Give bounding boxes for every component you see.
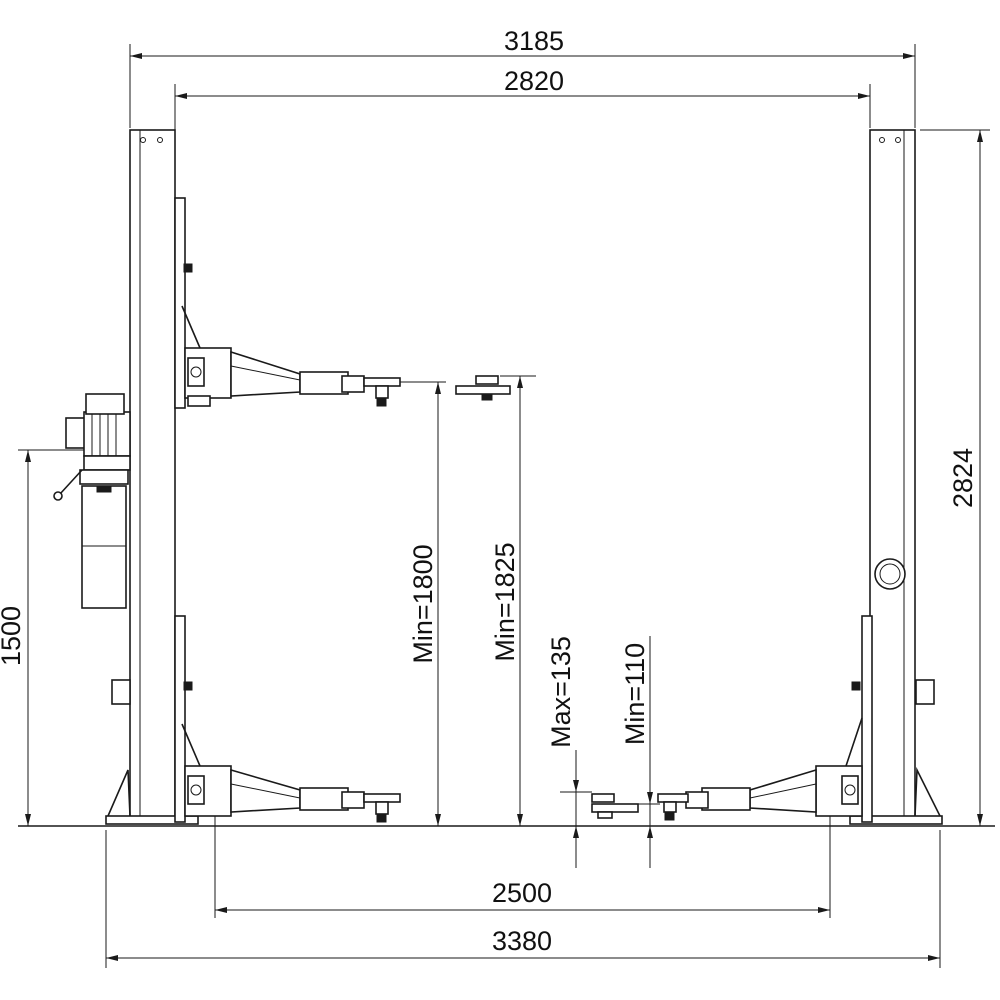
dimension-max-pad-height: Max=135 bbox=[546, 636, 579, 868]
dimension-min-upper-arm-height: Min=1800 bbox=[408, 382, 441, 826]
right-lower-arm bbox=[657, 717, 863, 821]
lock-release-knob bbox=[874, 558, 906, 590]
dimension-label-1500: 1500 bbox=[0, 606, 26, 666]
dimension-label-2820: 2820 bbox=[504, 66, 564, 96]
dimension-label-3380: 3380 bbox=[492, 926, 552, 956]
dimension-inner-top-width: 2820 bbox=[175, 66, 870, 99]
power-unit bbox=[53, 393, 131, 609]
dimension-label-3185: 3185 bbox=[504, 26, 564, 56]
dimension-label-min-1800: Min=1800 bbox=[408, 544, 438, 663]
dimension-overall-height: 2824 bbox=[948, 130, 983, 826]
dimension-overall-top-width: 3185 bbox=[130, 26, 915, 59]
dimension-inner-base-width: 2500 bbox=[215, 878, 830, 913]
dimension-min-pad-height: Min=110 bbox=[620, 636, 653, 868]
dimension-overall-base-width: 3380 bbox=[106, 926, 940, 961]
dimension-motor-height: 1500 bbox=[0, 450, 32, 826]
left-upper-arm bbox=[181, 305, 511, 407]
dimension-label-min-1825: Min=1825 bbox=[490, 542, 520, 661]
left-lower-arm bbox=[181, 723, 639, 823]
dimension-min-upper-pad-height: Min=1825 bbox=[490, 376, 523, 826]
right-column bbox=[849, 129, 943, 825]
dimension-label-2500: 2500 bbox=[492, 878, 552, 908]
dimension-label-min-110: Min=110 bbox=[620, 643, 650, 745]
dimension-label-2824: 2824 bbox=[948, 448, 978, 508]
dimension-label-max-135: Max=135 bbox=[546, 636, 576, 748]
